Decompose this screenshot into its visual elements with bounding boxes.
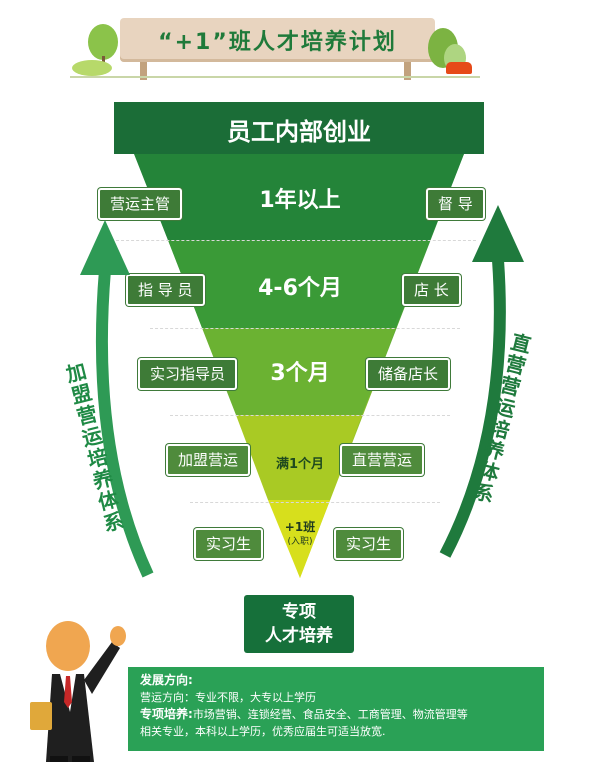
tag-franchise-ops: 加盟营运 [166, 444, 251, 476]
funnel-top-band [114, 102, 484, 154]
funnel-band-4 [236, 415, 362, 500]
tag-operations-supervisor: 营运主管 [98, 188, 183, 220]
tip-sublabel: (入职) [287, 537, 313, 547]
level-label: 1年以上 [259, 188, 341, 213]
level-label: 满1个月 [275, 457, 325, 472]
tag-instructor: 指 导 员 [126, 274, 205, 306]
tag-intern-left: 实习生 [194, 528, 264, 560]
tip-label: +1班 [284, 520, 316, 534]
businessman-icon [30, 621, 126, 762]
banner: “+1”班人才培养计划 [0, 0, 594, 90]
info-line-degree: 相关专业，本科以上学历，优秀应届生可适当放宽. [140, 725, 386, 738]
sign-post-right [404, 58, 411, 80]
info-line-ops: 营运方向：专业不限，大专以上学历 [140, 691, 316, 704]
bush-icon [72, 60, 112, 76]
level-label: 3个月 [270, 361, 330, 386]
tag-intern-instructor: 实习指导员 [138, 358, 238, 390]
special-line-2: 人才培养 [265, 626, 333, 646]
divider [190, 502, 440, 503]
info-special-label: 专项培养: [140, 707, 193, 721]
funnel-band-3 [202, 328, 396, 415]
tag-store-manager: 店 长 [402, 274, 461, 306]
tree-icon [88, 24, 118, 60]
banner-title: “+1”班人才培养计划 [120, 18, 435, 62]
tag-direct-ops: 直营营运 [340, 444, 425, 476]
arrow-left-icon [80, 220, 154, 578]
info-panel: 发展方向: 营运方向：专业不限，大专以上学历 专项培养:市场营销、连锁经营、食品… [128, 667, 544, 751]
info-special-text: 市场营销、连锁经营、食品安全、工商管理、物流管理等 [192, 708, 468, 721]
funnel-band-5 [268, 500, 330, 578]
funnel-top-label: 员工内部创业 [227, 118, 371, 146]
divider [116, 240, 476, 241]
special-line-1: 专项 [282, 602, 316, 622]
divider [170, 415, 450, 416]
divider [150, 328, 460, 329]
level-label: 4-6个月 [258, 276, 342, 301]
arrow-right-icon [439, 205, 524, 558]
sign-post-left [140, 58, 147, 80]
tag-supervisor: 督 导 [426, 188, 485, 220]
funnel [114, 102, 484, 578]
special-talent-box: 专项 人才培养 [244, 595, 354, 653]
funnel-band-1 [134, 154, 464, 240]
tag-intern-right: 实习生 [334, 528, 404, 560]
tag-reserve-manager: 储备店长 [366, 358, 451, 390]
ground-line [70, 76, 480, 78]
funnel-band-2 [168, 240, 430, 328]
info-heading: 发展方向: [140, 673, 193, 687]
car-icon [446, 62, 472, 74]
